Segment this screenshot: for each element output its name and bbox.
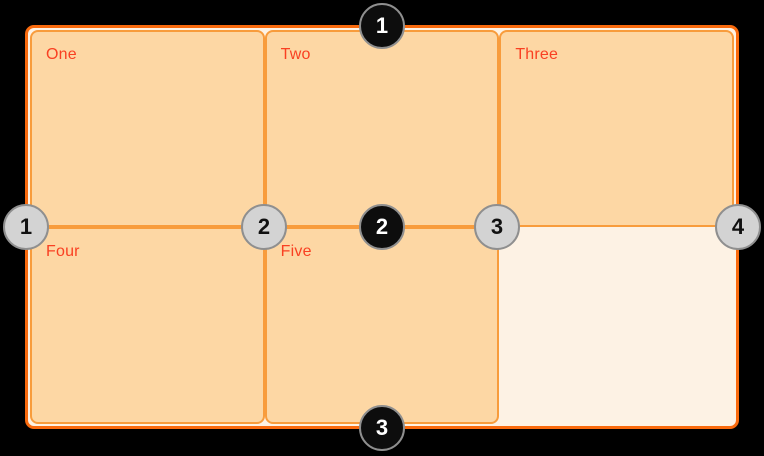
- column-line-badge-4: 4: [715, 204, 761, 250]
- grid-cell-one: One: [30, 30, 265, 227]
- grid-cell-five: Five: [264, 227, 500, 424]
- grid-cell-four: Four: [30, 227, 265, 424]
- row-line-badge-1-number: 1: [375, 13, 389, 38]
- cell-label-three: Three: [515, 46, 559, 63]
- column-line-badge-1-number: 1: [19, 214, 33, 239]
- grid-container: One Two Three Four Five: [25, 25, 739, 429]
- grid-cell-three: Three: [499, 30, 734, 227]
- column-line-badge-1: 1: [3, 204, 49, 250]
- cell-label-two: Two: [280, 46, 311, 63]
- row-line-badge-2-number: 2: [375, 214, 389, 239]
- cell-label-four: Four: [46, 243, 80, 260]
- cell-label-five: Five: [280, 243, 312, 260]
- row-line-badge-3-number: 3: [375, 415, 389, 440]
- column-line-badge-4-number: 4: [731, 214, 745, 239]
- column-line-badge-2: 2: [241, 204, 287, 250]
- column-line-badge-2-number: 2: [257, 214, 271, 239]
- grid-cell-empty: [499, 227, 734, 424]
- row-line-badge-2: 2: [359, 204, 405, 250]
- cell-label-one: One: [46, 46, 77, 63]
- row-line-badge-1: 1: [359, 3, 405, 49]
- row-line-badge-3: 3: [359, 405, 405, 451]
- column-line-badge-3-number: 3: [490, 214, 504, 239]
- grid-cell-two: Two: [264, 30, 500, 227]
- column-line-badge-3: 3: [474, 204, 520, 250]
